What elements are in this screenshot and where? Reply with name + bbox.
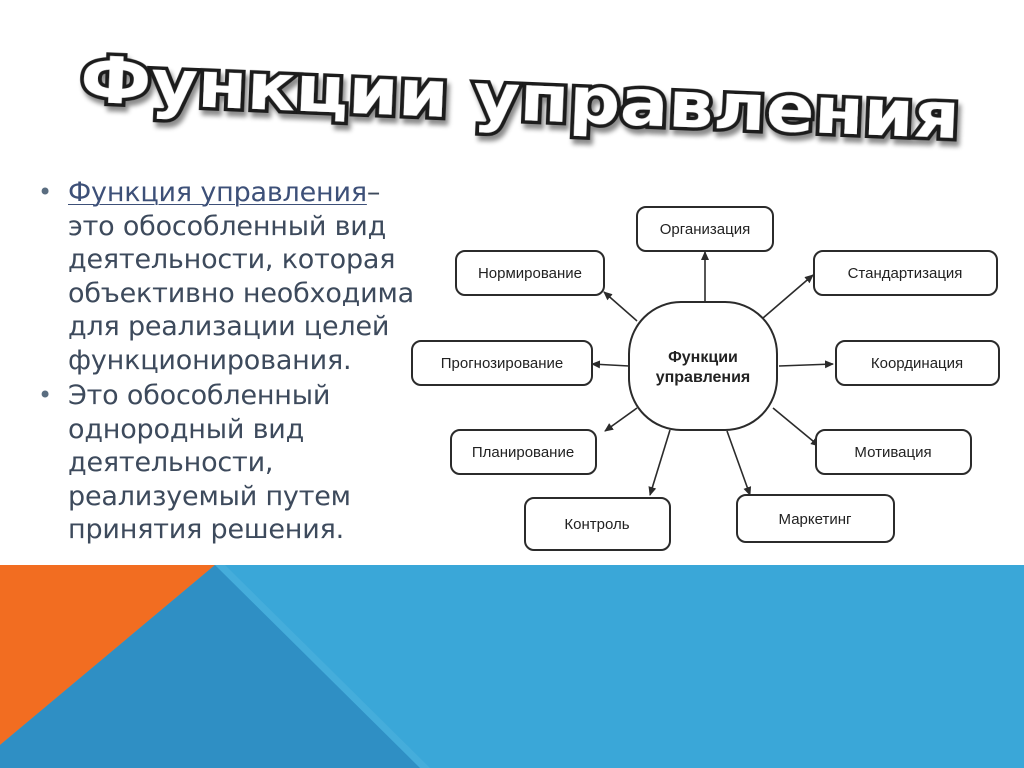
node-koordinatsiya [835, 340, 1000, 386]
node-label-marketing: Маркетинг [779, 511, 852, 528]
node-label-organization: Организация [660, 221, 750, 238]
bottom-band-shapes [0, 565, 430, 768]
node-marketing [736, 494, 895, 543]
node-label-prognozirovanie: Прогнозирование [441, 355, 563, 372]
slide-title: Функции управления [70, 38, 970, 158]
node-label-standartizatsiya: Стандартизация [848, 265, 963, 282]
node-motivatsiya [815, 429, 972, 475]
functions-diagram: Функции управления Организация Нормирова… [405, 195, 1005, 565]
center-label-line1: Функции [668, 349, 738, 366]
bullet-item-2: Это обособленный однородный вид деятельн… [38, 379, 428, 547]
node-label-planirovanie: Планирование [472, 444, 574, 461]
node-label-motivatsiya: Мотивация [854, 444, 931, 461]
center-label-line2: управления [656, 369, 751, 386]
bullet-text-2: Это обособленный однородный вид деятельн… [68, 380, 351, 545]
node-planirovanie [450, 429, 597, 475]
diagram-boxes [411, 206, 1000, 551]
diagram-arrows [591, 251, 834, 496]
node-label-kontrol: Контроль [564, 516, 629, 533]
bullet-list: Функция управления– это обособленный вид… [38, 176, 428, 549]
node-organization [636, 206, 774, 252]
bullet-text-1: – это обособленный вид деятельности, кот… [68, 177, 414, 376]
dark-blue-triangle [0, 565, 420, 768]
center-node [628, 301, 778, 431]
node-kontrol [524, 497, 671, 551]
title-text: Функции управления [79, 44, 961, 155]
node-label-koordinatsiya: Координация [871, 355, 963, 372]
term-highlight: Функция управления [68, 177, 367, 208]
node-normirovanie [455, 250, 605, 296]
bullet-item-1: Функция управления– это обособленный вид… [38, 176, 428, 377]
node-label-normirovanie: Нормирование [478, 265, 582, 282]
node-prognozirovanie [411, 340, 593, 386]
node-standartizatsiya [813, 250, 998, 296]
light-edge [215, 565, 430, 768]
diagram-labels: Функции управления Организация Нормирова… [441, 221, 963, 533]
